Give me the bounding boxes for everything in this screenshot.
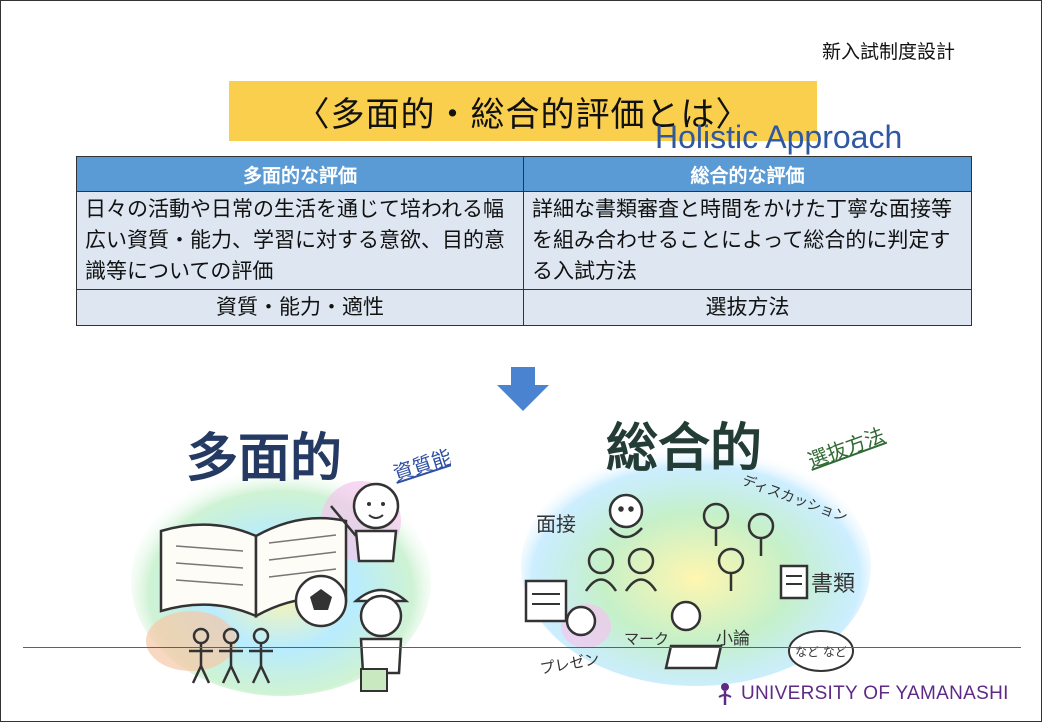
table-header-cell: 総合的な評価 — [523, 156, 972, 192]
left-caption: 資質能力 — [390, 438, 451, 486]
person-with-helmet-icon — [352, 588, 410, 692]
presenter-icon — [524, 579, 597, 637]
person-waving-icon — [330, 482, 400, 563]
stick-figures-icon — [189, 627, 273, 684]
soccer-ball-icon — [294, 574, 348, 628]
university-emblem-icon — [718, 683, 732, 705]
table-cell: 詳細な書類審査と時間をかけた丁寧な面接等を組み合わせることによって総合的に判定す… — [523, 191, 972, 290]
footer-rule — [23, 647, 1021, 648]
documents-icon — [779, 564, 809, 600]
interview-label: 面接 — [536, 512, 576, 536]
university-name: UNIVERSITY OF YAMANASHI — [741, 683, 1009, 704]
audience-group-icon — [584, 547, 658, 592]
down-arrow-icon — [497, 367, 549, 411]
left-heading: 多面的 — [186, 429, 342, 489]
table-header-row: 多面的な評価 総合的な評価 — [76, 156, 972, 192]
page-subtitle: Holistic Approach — [655, 119, 903, 155]
discussion-group-icon — [702, 502, 775, 591]
table-row: 資質・能力・適性 選抜方法 — [76, 289, 972, 326]
comprehensive-illustration: 総合的 選抜方法 面接 ディスカッション 書類 プレゼン マーク 小論 など な… — [521, 419, 888, 686]
table-cell: 日々の活動や日常の生活を通じて培われる幅広い資質・能力、学習に対する意欲、目的意… — [76, 191, 524, 290]
page-title: 〈多面的・総合的評価とは〉 — [295, 94, 751, 135]
university-footer: UNIVERSITY OF YAMANASHI — [715, 681, 1009, 707]
table-cell: 選抜方法 — [523, 289, 972, 326]
presentation-label: プレゼン — [539, 650, 601, 678]
right-heading: 総合的 — [606, 419, 762, 479]
mark-label: マーク — [624, 630, 669, 648]
etc-label: など など — [795, 645, 847, 659]
corner-label: 新入試制度設計 — [821, 41, 955, 63]
multifaceted-illustration: 多面的 資質能力 — [131, 429, 451, 696]
table-row: 日々の活動や日常の生活を通じて培われる幅広い資質・能力、学習に対する意欲、目的意… — [76, 191, 972, 290]
table-header-cell: 多面的な評価 — [76, 156, 524, 192]
test-taker-icon — [664, 600, 723, 670]
right-caption: 選抜方法 — [805, 423, 888, 473]
table-cell: 資質・能力・適性 — [76, 289, 524, 326]
comparison-table: 多面的な評価 総合的な評価 日々の活動や日常の生活を通じて培われる幅広い資質・能… — [76, 156, 972, 326]
documents-label: 書類 — [811, 572, 855, 597]
interviewer-icon — [608, 493, 644, 539]
essay-label: 小論 — [716, 629, 750, 649]
title-highlight — [229, 81, 817, 141]
